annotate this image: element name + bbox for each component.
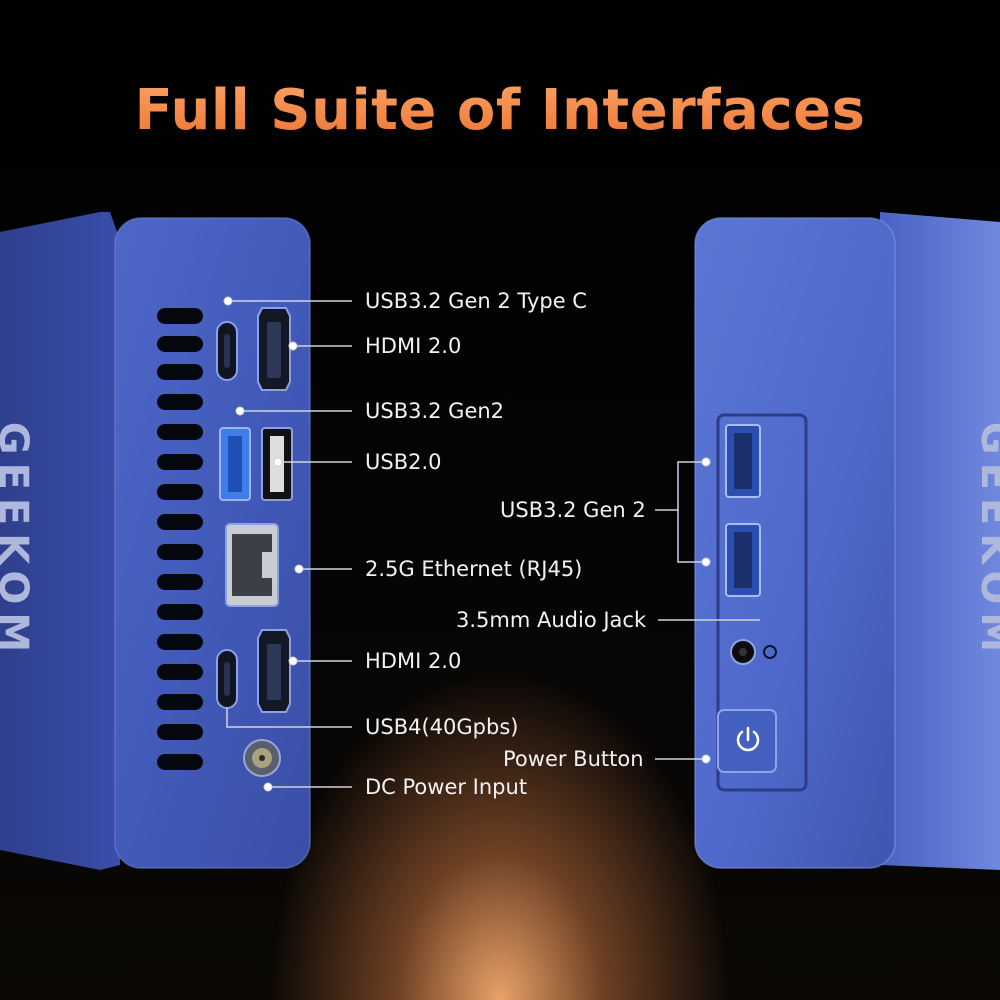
label-usb32-gen2-right: USB3.2 Gen 2 <box>500 498 646 522</box>
label-usb4: USB4(40Gpbs) <box>365 715 519 739</box>
label-usb32-gen2-type-c: USB3.2 Gen 2 Type C <box>365 289 587 313</box>
left-device <box>0 212 311 870</box>
label-hdmi-top: HDMI 2.0 <box>365 334 462 358</box>
label-ethernet: 2.5G Ethernet (RJ45) <box>365 557 583 581</box>
right-device <box>694 212 1000 870</box>
label-hdmi-bottom: HDMI 2.0 <box>365 649 462 673</box>
vent-slots <box>157 308 203 770</box>
page-title: Full Suite of Interfaces <box>0 78 1000 143</box>
label-audio-jack: 3.5mm Audio Jack <box>456 608 647 632</box>
label-power-button: Power Button <box>503 747 644 771</box>
label-usb20: USB2.0 <box>365 450 442 474</box>
label-dc-power: DC Power Input <box>365 775 528 799</box>
label-usb32-gen2: USB3.2 Gen2 <box>365 399 505 423</box>
